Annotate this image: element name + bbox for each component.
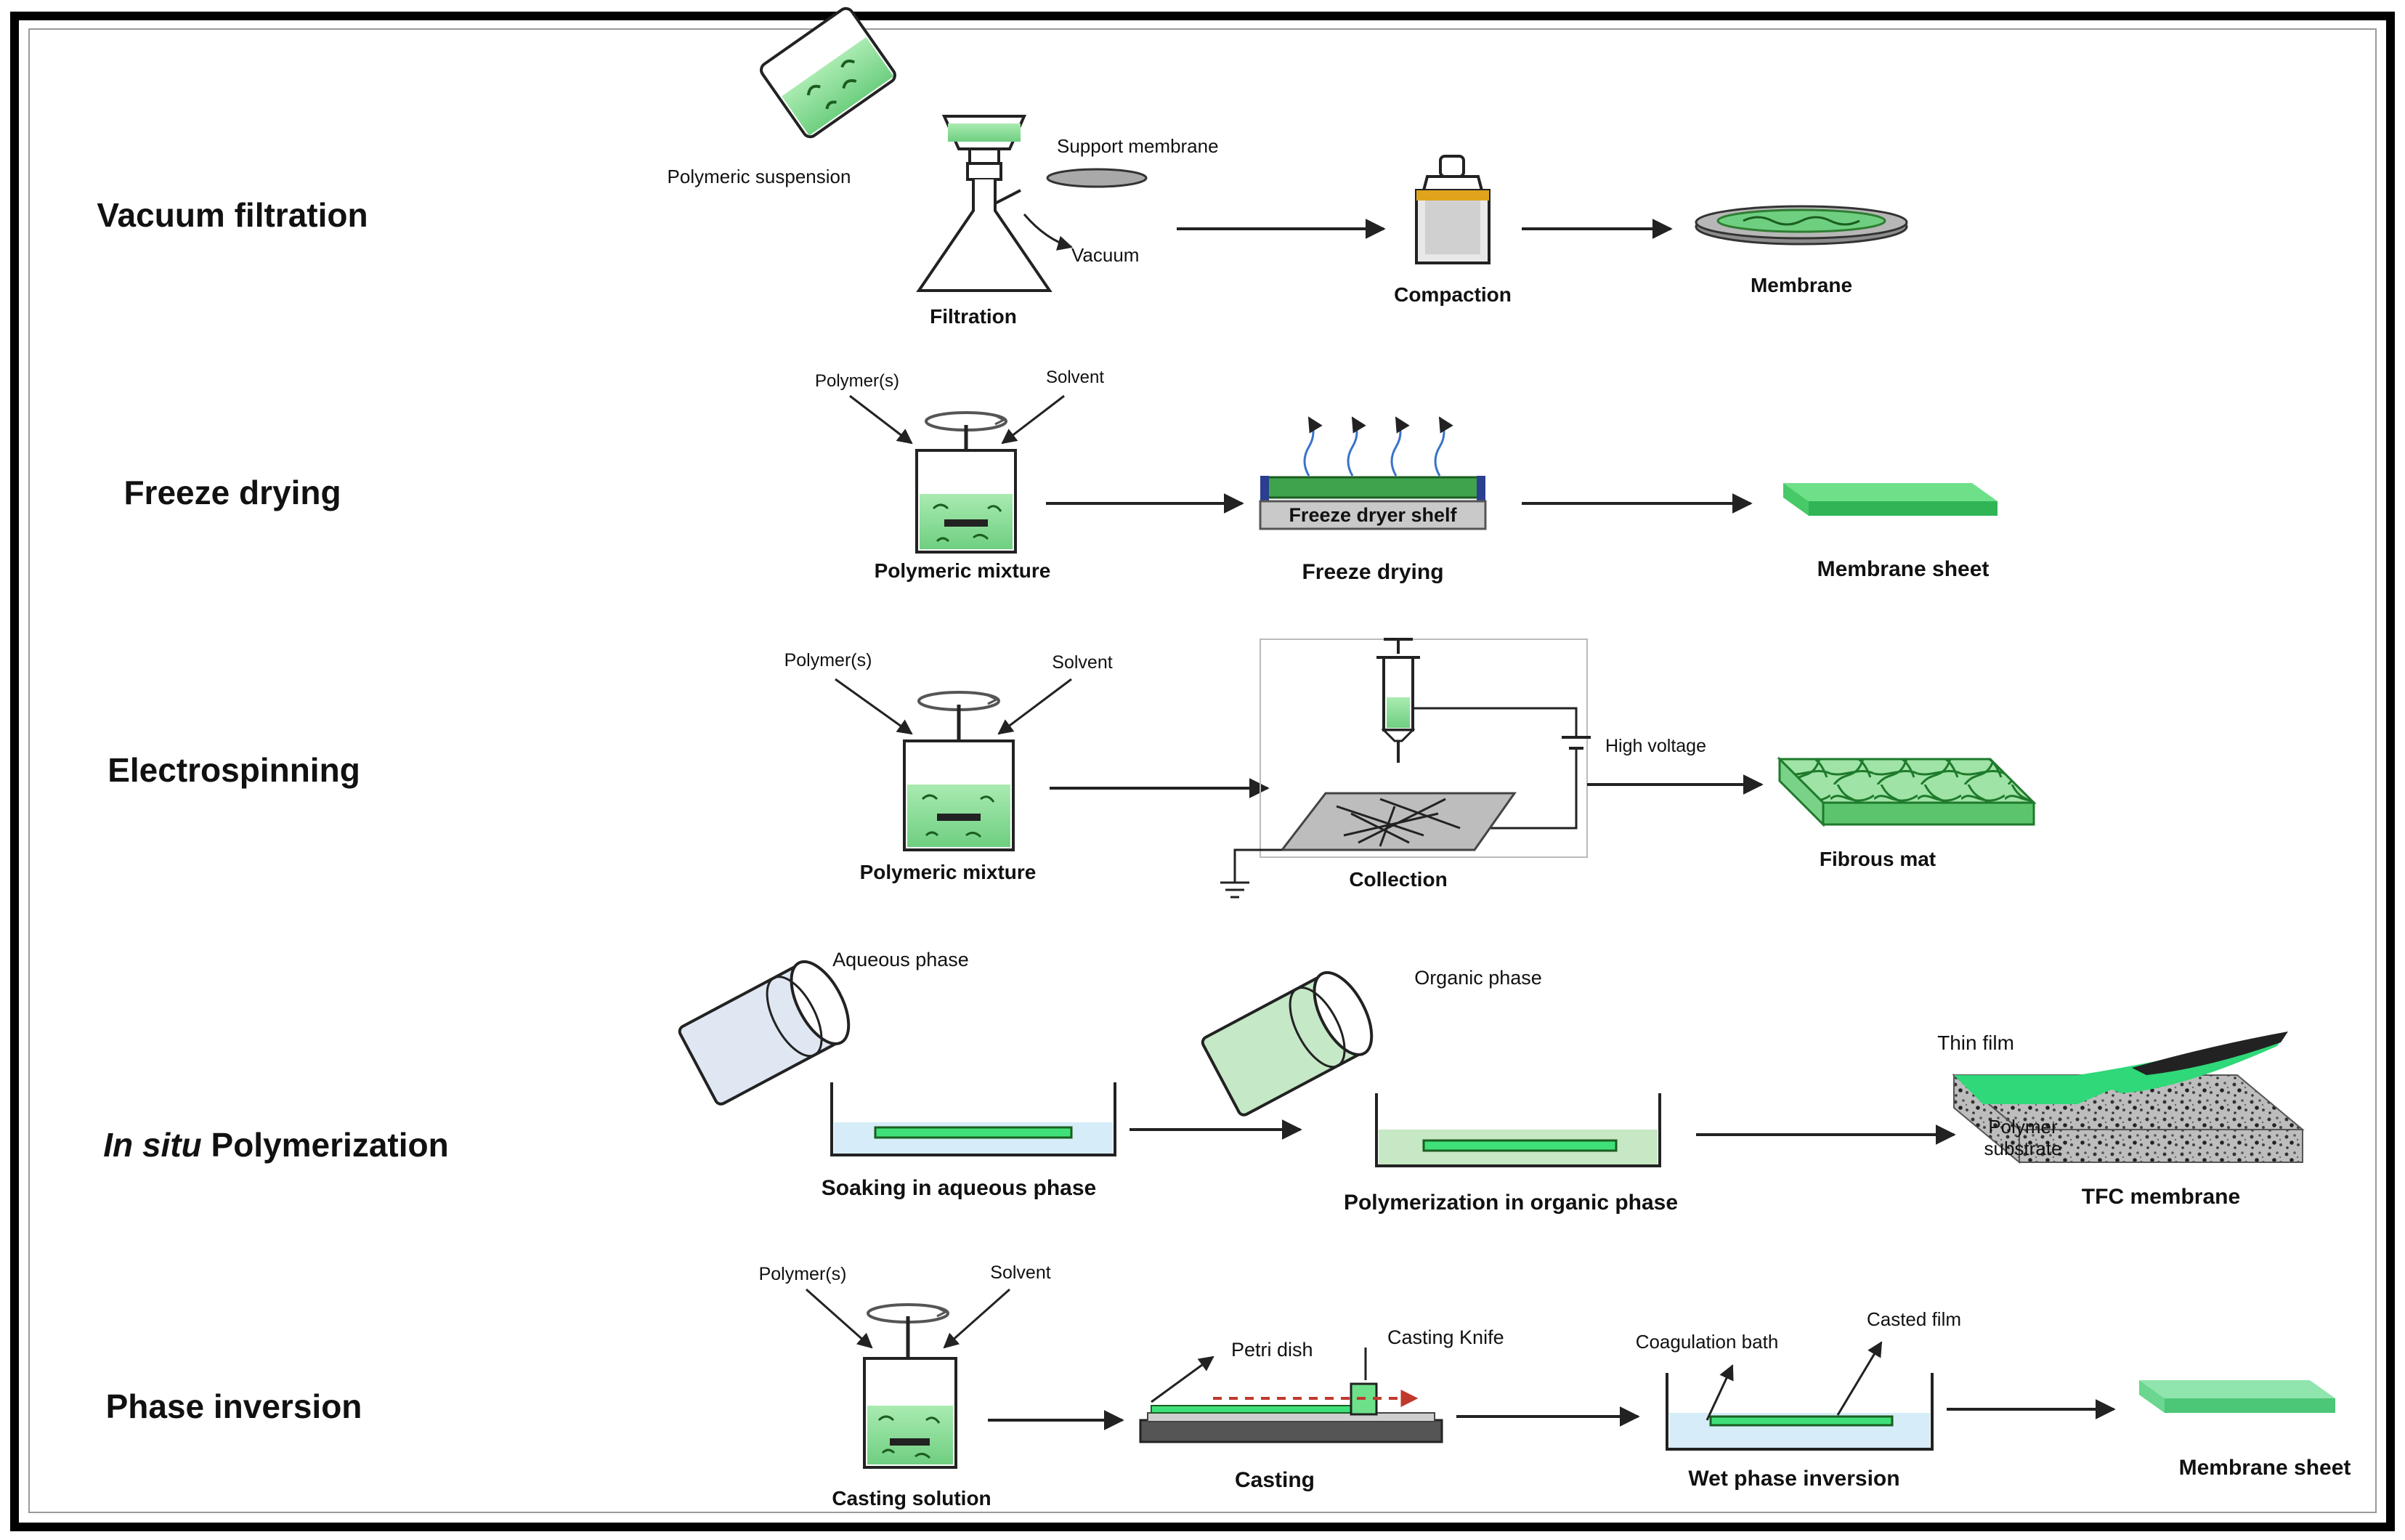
label-wet-phase-inversion: Wet phase inversion [1688, 1467, 1899, 1491]
label-casting-solution: Casting solution [832, 1487, 991, 1509]
label-petri-dish: Petri dish [1231, 1339, 1313, 1361]
label-polymers: Polymer(s) [815, 371, 899, 391]
method-title-vacuum-filtration: Vacuum filtration [97, 196, 368, 234]
label-collection: Collection [1349, 868, 1447, 891]
pointer-solvent [1001, 394, 1065, 445]
label-membrane-sheet: Membrane sheet [2179, 1456, 2351, 1480]
pointer-polymers [835, 678, 913, 735]
casting-solution-beaker-icon [863, 1303, 957, 1469]
label-organic-phase: Organic phase [1414, 967, 1542, 989]
label-aqueous-phase: Aqueous phase [832, 949, 969, 970]
mixture-beaker-icon [903, 691, 1015, 851]
pointer-solvent [997, 678, 1072, 735]
suspension-beaker-icon [760, 7, 896, 139]
polymerization-tray-icon [1375, 1093, 1661, 1167]
pointer-coagulation-bath [1706, 1364, 1734, 1421]
membrane-sheet-icon [1783, 483, 1998, 516]
label-polymers: Polymer(s) [784, 650, 872, 670]
label-filtration: Filtration [930, 305, 1017, 328]
label-freeze-dryer-shelf: Freeze dryer shelf [1289, 504, 1457, 526]
method-title-freeze-drying: Freeze drying [123, 474, 341, 511]
electrospinning-setup-icon [1220, 638, 1591, 899]
organic-beaker-icon [1201, 970, 1374, 1116]
pointer-petri-dish [1151, 1355, 1214, 1403]
label-membrane: Membrane [1751, 274, 1852, 296]
label-polymeric-suspension: Polymeric suspension [668, 166, 851, 187]
support-membrane-disk-icon [1046, 168, 1148, 188]
aqueous-beaker-icon [678, 960, 851, 1106]
label-high-voltage: High voltage [1605, 736, 1706, 756]
label-coagulation-bath: Coagulation bath [1636, 1331, 1779, 1353]
row-freeze-drying: Polymer(s) Solvent Polymeric mixture Fre… [815, 368, 1998, 584]
label-polymer: Polymer [1988, 1116, 2058, 1138]
coagulation-bath-icon [1666, 1373, 1934, 1451]
label-solvent: Solvent [1052, 652, 1112, 673]
membrane-disk-icon [1695, 205, 1908, 246]
filtration-flask-icon [916, 115, 1053, 292]
method-title-polymerization: Polymerization [202, 1126, 449, 1164]
label-fibrous-mat: Fibrous mat [1820, 848, 1936, 870]
inner-frame [28, 28, 2377, 1513]
label-polymers: Polymer(s) [759, 1264, 847, 1284]
label-solvent: Solvent [1046, 368, 1104, 387]
membrane-sheet-icon [2139, 1380, 2335, 1413]
row-in-situ-polymerization: Aqueous phase Soaking in aqueous phase O… [678, 949, 2305, 1215]
label-casting-knife: Casting Knife [1387, 1326, 1504, 1348]
compaction-press-icon [1415, 155, 1491, 264]
pointer-polymers [849, 394, 913, 445]
casting-plate-icon [1139, 1382, 1443, 1443]
freeze-dryer-shelf-icon [1259, 416, 1487, 530]
label-polymeric-mixture: Polymeric mixture [875, 559, 1051, 582]
label-tfc-membrane: TFC membrane [2082, 1185, 2240, 1209]
label-thin-film: Thin film [1937, 1032, 2014, 1054]
soaking-tray-icon [830, 1082, 1116, 1156]
row-phase-inversion: Polymer(s) Solvent Casting solution Petr… [759, 1263, 2351, 1509]
label-support-membrane: Support membrane [1057, 135, 1219, 157]
pointer-polymers [806, 1288, 873, 1349]
tfc-membrane-icon [1952, 1032, 2305, 1164]
label-polymerization: Polymerization in organic phase [1344, 1191, 1678, 1215]
outer-frame [10, 12, 2395, 1531]
label-casted-film: Casted film [1867, 1308, 1961, 1330]
label-vacuum: Vacuum [1071, 244, 1139, 266]
mixture-beaker-icon [915, 411, 1017, 554]
label-freeze-drying-step: Freeze drying [1302, 560, 1443, 584]
label-compaction: Compaction [1394, 283, 1512, 306]
row-electrospinning: Polymer(s) Solvent Polymeric mixture [784, 638, 2037, 899]
method-title-in-situ-polymerization: In situ Polymerization [103, 1126, 448, 1164]
method-title-electrospinning: Electrospinning [108, 751, 360, 789]
label-casting: Casting [1235, 1468, 1315, 1492]
pointer-casted-film [1836, 1341, 1883, 1416]
vacuum-pointer [1023, 214, 1074, 251]
label-membrane-sheet: Membrane sheet [1817, 557, 1990, 581]
method-title-in-situ-italic: In situ [103, 1126, 201, 1164]
row-vacuum-filtration: Polymeric suspension Support membrane Va… [668, 7, 1908, 328]
label-polymeric-mixture: Polymeric mixture [860, 861, 1037, 883]
label-substrate: substrate [1984, 1138, 2062, 1159]
method-title-phase-inversion: Phase inversion [106, 1387, 362, 1425]
label-soaking: Soaking in aqueous phase [822, 1176, 1096, 1200]
fibrous-mat-icon [1777, 756, 2037, 827]
label-solvent: Solvent [990, 1263, 1050, 1283]
pointer-solvent [943, 1288, 1010, 1349]
